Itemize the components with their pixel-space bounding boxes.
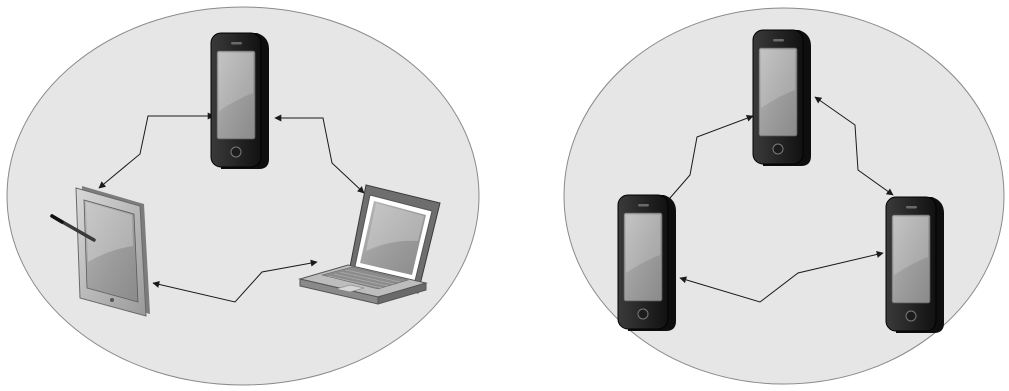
- smartphone-icon: [211, 33, 269, 169]
- right-network-panel: [564, 8, 1004, 384]
- smartphone-icon: [618, 195, 676, 331]
- left-network-panel: [7, 7, 479, 385]
- smartphone-icon: [886, 197, 944, 333]
- smartphone-icon: [753, 30, 811, 166]
